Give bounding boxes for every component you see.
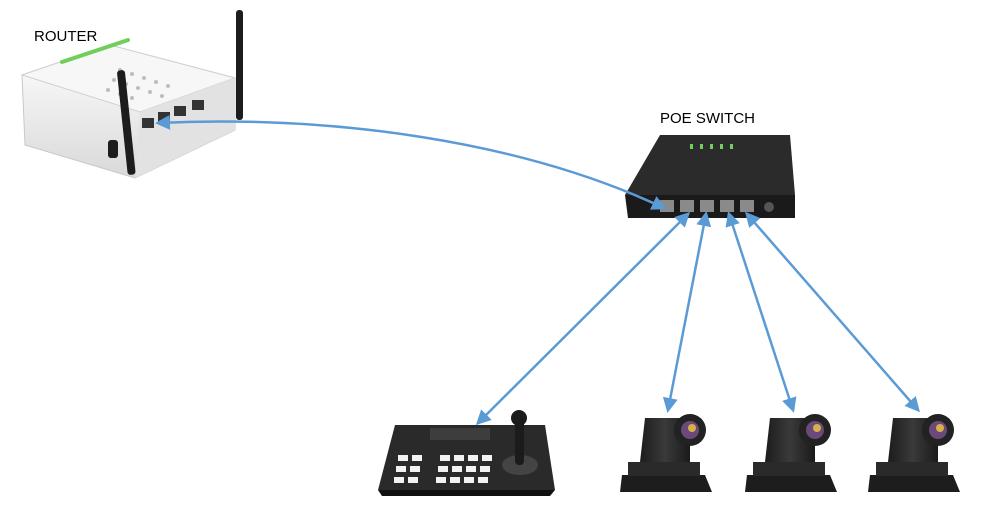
cable-switch-to-camera-1 [662,211,712,413]
ptz-camera-1-icon [620,414,712,492]
ptz-camera-2-icon [745,414,837,492]
poe-switch-icon [625,135,795,218]
cable-switch-to-controller [475,211,691,426]
ptz-controller-icon [378,410,555,496]
poe-switch-label: POE SWITCH [660,110,756,127]
cable-switch-to-camera-3 [745,211,920,413]
router-icon [20,10,243,179]
ptz-camera-3-icon [868,414,960,492]
router-label: ROUTER [34,28,98,45]
cable-router-to-switch [155,114,667,210]
cable-switch-to-camera-2 [725,211,797,413]
